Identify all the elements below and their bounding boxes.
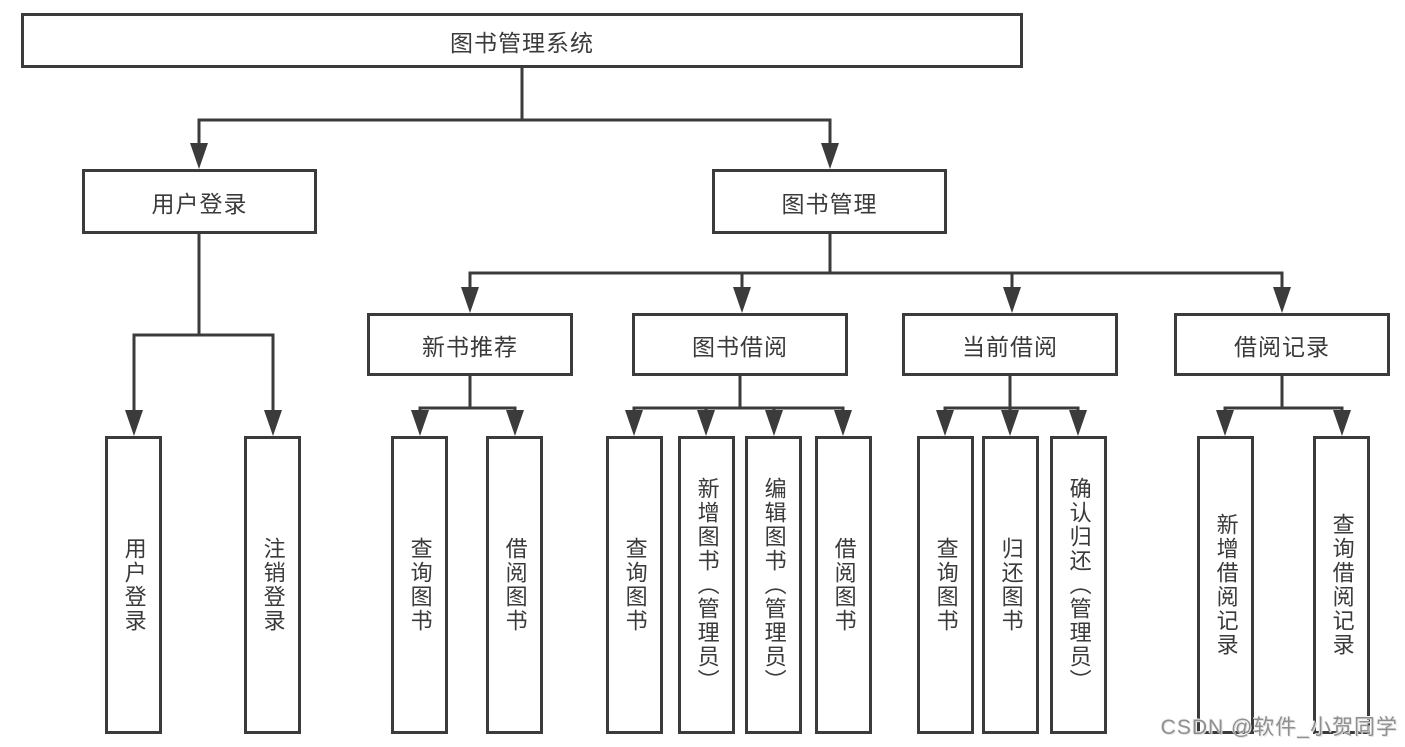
node-leaf-add-books-admin: 新增图书（管理员） <box>678 436 735 734</box>
node-label: 新书推荐 <box>422 333 518 360</box>
node-user-login: 用户登录 <box>82 169 317 234</box>
node-book-management: 图书管理 <box>712 169 947 234</box>
node-leaf-borrow-books-recommend: 借阅图书 <box>486 436 543 734</box>
node-leaf-edit-books-admin: 编辑图书（管理员） <box>745 436 802 734</box>
node-leaf-borrow-books: 借阅图书 <box>815 436 872 734</box>
arrow-down-icon <box>1069 410 1087 436</box>
csdn-watermark: CSDN @软件_小贺同学 <box>1160 716 1398 739</box>
arrow-down-icon <box>506 410 524 436</box>
node-label: 借阅图书 <box>502 537 528 633</box>
arrow-down-icon <box>461 287 479 313</box>
arrow-down-icon <box>264 410 282 436</box>
arrow-down-icon <box>765 410 783 436</box>
node-label: 用户登录 <box>151 190 248 217</box>
node-label: 新增图书（管理员） <box>694 477 720 693</box>
node-label: 借阅记录 <box>1234 333 1330 360</box>
node-leaf-add-borrow-record: 新增借阅记录 <box>1197 436 1254 734</box>
node-label: 图书借阅 <box>692 333 788 360</box>
arrow-down-icon <box>1216 410 1234 436</box>
node-new-book-recommend: 新书推荐 <box>367 313 573 376</box>
connector-new-book-recommend <box>418 376 517 412</box>
arrow-down-icon <box>821 143 839 169</box>
node-label: 图书管理 <box>781 190 878 217</box>
node-leaf-user-login: 用户登录 <box>105 436 162 734</box>
node-root-library-system: 图书管理系统 <box>21 13 1023 68</box>
node-label: 查询图书 <box>622 537 648 633</box>
node-leaf-logout: 注销登录 <box>244 436 301 734</box>
connector-current-borrow <box>943 376 1080 412</box>
connector-book-management <box>468 234 1284 289</box>
node-leaf-query-borrow-record: 查询借阅记录 <box>1313 436 1370 734</box>
node-label: 查询图书 <box>933 537 959 633</box>
node-label: 确认归还（管理员） <box>1066 477 1092 693</box>
node-label: 新增借阅记录 <box>1213 513 1239 657</box>
node-leaf-return-books: 归还图书 <box>982 436 1039 734</box>
arrow-down-icon <box>936 410 954 436</box>
node-borrow-records: 借阅记录 <box>1174 313 1390 376</box>
node-label: 当前借阅 <box>962 333 1058 360</box>
node-leaf-query-books-borrow: 查询图书 <box>606 436 663 734</box>
connector-book-borrow <box>632 376 845 412</box>
node-label: 编辑图书（管理员） <box>761 477 787 693</box>
connector-root <box>197 68 832 145</box>
node-label: 图书管理系统 <box>450 29 594 56</box>
connector-user-login <box>132 234 275 412</box>
arrow-down-icon <box>1001 410 1019 436</box>
arrow-down-icon <box>411 410 429 436</box>
node-label: 查询图书 <box>407 537 433 633</box>
arrow-down-icon <box>125 410 143 436</box>
node-label: 注销登录 <box>260 537 286 633</box>
node-leaf-confirm-return-admin: 确认归还（管理员） <box>1050 436 1107 734</box>
arrow-down-icon <box>733 287 751 313</box>
node-leaf-query-books-recommend: 查询图书 <box>391 436 448 734</box>
node-book-borrow: 图书借阅 <box>632 313 848 376</box>
arrow-down-icon <box>1273 287 1291 313</box>
arrow-down-icon <box>1333 410 1351 436</box>
arrow-down-icon <box>834 410 852 436</box>
connector-borrow-records <box>1223 376 1344 412</box>
node-label: 查询借阅记录 <box>1329 513 1355 657</box>
node-label: 用户登录 <box>121 537 147 633</box>
arrow-down-icon <box>625 410 643 436</box>
node-leaf-query-books-current: 查询图书 <box>917 436 974 734</box>
arrow-down-icon <box>190 143 208 169</box>
arrow-down-icon <box>697 410 715 436</box>
node-label: 借阅图书 <box>831 537 857 633</box>
node-label: 归还图书 <box>998 537 1024 633</box>
arrow-down-icon <box>1003 287 1021 313</box>
node-current-borrow: 当前借阅 <box>902 313 1118 376</box>
